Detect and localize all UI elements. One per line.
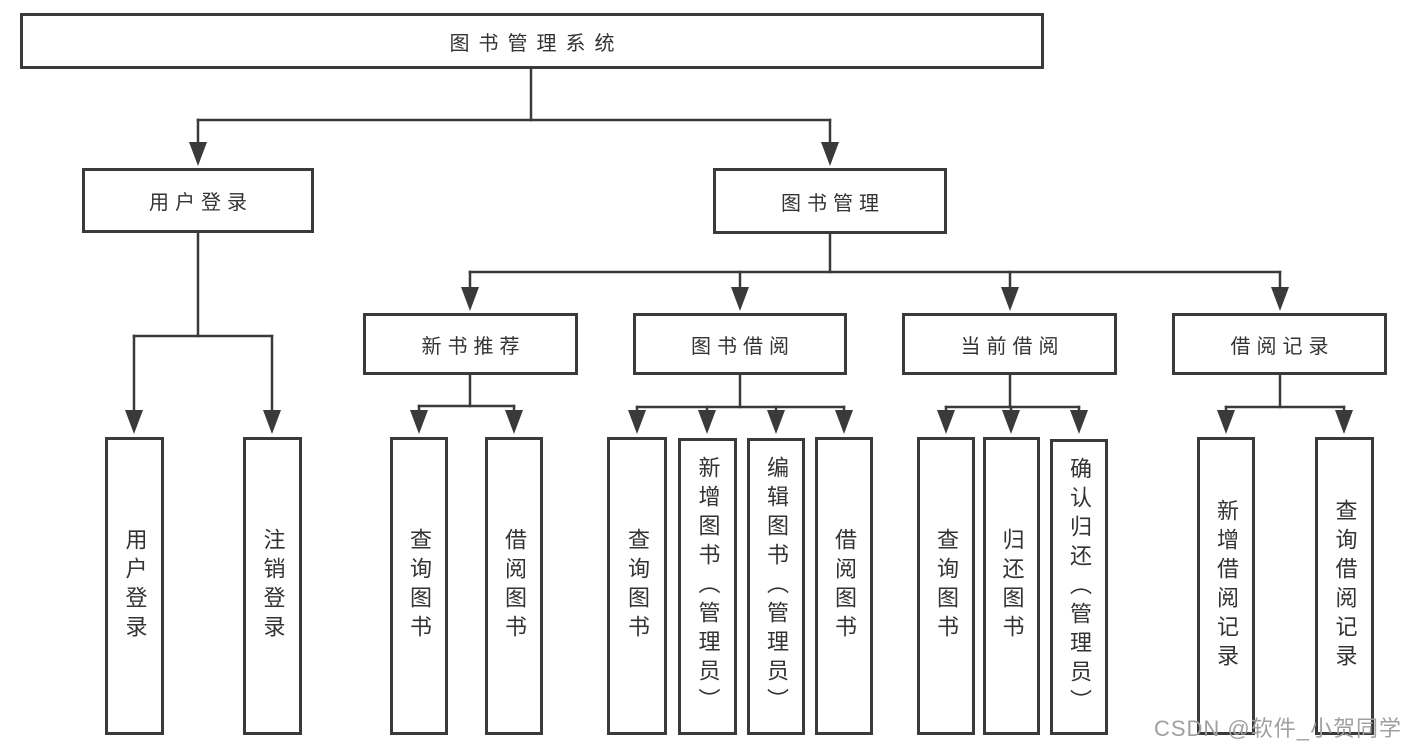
leaf-borrow-books: 借阅图书: [815, 437, 873, 735]
arrow-book-borrow: [731, 287, 749, 311]
arrow-book-management: [821, 142, 839, 166]
watermark: CSDN @软件_小贺同学: [1153, 716, 1402, 741]
leaf-label: 新增图书（管理员）: [695, 456, 721, 717]
leaf-logout: 注销登录: [243, 437, 302, 735]
node-borrowing-records: 借阅记录: [1172, 313, 1387, 375]
leaf-confirm-return-admin: 确认归还（管理员）: [1050, 439, 1108, 735]
node-book-management: 图书管理: [713, 168, 947, 234]
leaf-borrow-books-recommend: 借阅图书: [485, 437, 543, 735]
leaf-label: 确认归还（管理员）: [1067, 456, 1092, 718]
node-label: 图书管理系统: [449, 32, 624, 55]
leaf-add-borrow-record: 新增借阅记录: [1197, 437, 1255, 735]
leaf-return-books: 归还图书: [983, 437, 1040, 735]
leaf-label: 编辑图书（管理员）: [764, 456, 789, 717]
leaf-label: 查询图书: [934, 528, 959, 644]
arrow-new-book: [461, 287, 479, 311]
node-label: 图书借阅: [691, 335, 795, 358]
leaf-label: 借阅图书: [832, 528, 857, 644]
node-book-borrowing: 图书借阅: [633, 313, 847, 375]
node-label: 新书推荐: [421, 335, 526, 358]
node-label: 当前借阅: [960, 335, 1065, 358]
leaf-add-books-admin: 新增图书（管理员）: [678, 438, 737, 735]
leaf-search-books-borrow: 查询图书: [607, 437, 667, 735]
leaf-label: 查询借阅记录: [1332, 499, 1358, 673]
leaf-label: 新增借阅记录: [1214, 499, 1239, 673]
leaf-user-login: 用户登录: [105, 437, 164, 735]
leaf-label: 查询图书: [625, 528, 650, 644]
leaf-search-books-recommend: 查询图书: [390, 437, 448, 735]
node-label: 借阅记录: [1230, 335, 1335, 358]
leaf-label: 借阅图书: [502, 528, 527, 644]
arrow-borrow-records: [1271, 287, 1289, 311]
leaf-edit-books-admin: 编辑图书（管理员）: [747, 438, 805, 735]
leaf-label: 查询图书: [407, 528, 432, 644]
arrowheads: [125, 142, 1353, 434]
node-new-book-recommendation: 新书推荐: [363, 313, 578, 375]
leaf-label: 注销登录: [260, 528, 286, 644]
leaf-search-borrow-record: 查询借阅记录: [1315, 437, 1374, 735]
leaf-label: 用户登录: [122, 528, 148, 644]
leaf-search-books-current: 查询图书: [917, 437, 975, 735]
arrow-user-login: [189, 142, 207, 166]
leaf-label: 归还图书: [999, 528, 1025, 644]
node-user-login: 用户登录: [82, 168, 314, 233]
node-label: 用户登录: [149, 192, 253, 214]
node-library-system: 图书管理系统: [20, 13, 1044, 69]
node-current-borrowing: 当前借阅: [902, 313, 1117, 375]
node-label: 图书管理: [781, 192, 885, 215]
arrow-current-borrow: [1001, 287, 1019, 311]
